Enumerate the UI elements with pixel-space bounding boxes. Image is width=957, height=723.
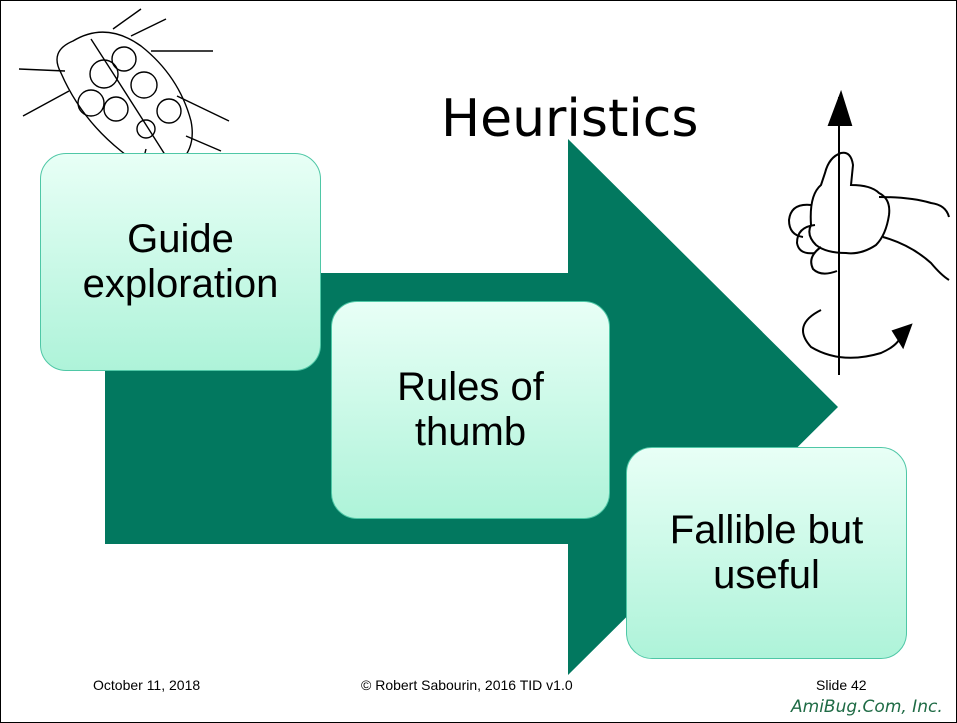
step-box-line: Fallible but (669, 507, 864, 552)
footer-copyright: © Robert Sabourin, 2016 TID v1.0 (361, 677, 573, 693)
step-box-line: Rules of (397, 364, 544, 409)
step-box-rules-of-thumb: Rules of thumb (331, 301, 610, 519)
step-box-line: useful (713, 553, 820, 597)
ladybug-icon (18, 8, 230, 170)
slide-title: Heuristics (441, 89, 699, 149)
step-box-line: exploration (82, 262, 279, 306)
step-box-fallible-but-useful: Fallible but useful (626, 447, 907, 659)
step-box-guide-exploration: Guide exploration (40, 153, 321, 371)
footer-date: October 11, 2018 (93, 677, 201, 693)
step-box-line: thumb (414, 410, 527, 454)
brand-signature: AmiBug.Com, Inc. (791, 697, 943, 717)
step-box-line: Guide (127, 216, 234, 261)
footer-slide-number: Slide 42 (816, 677, 867, 693)
right-hand-rule-icon (787, 89, 950, 375)
